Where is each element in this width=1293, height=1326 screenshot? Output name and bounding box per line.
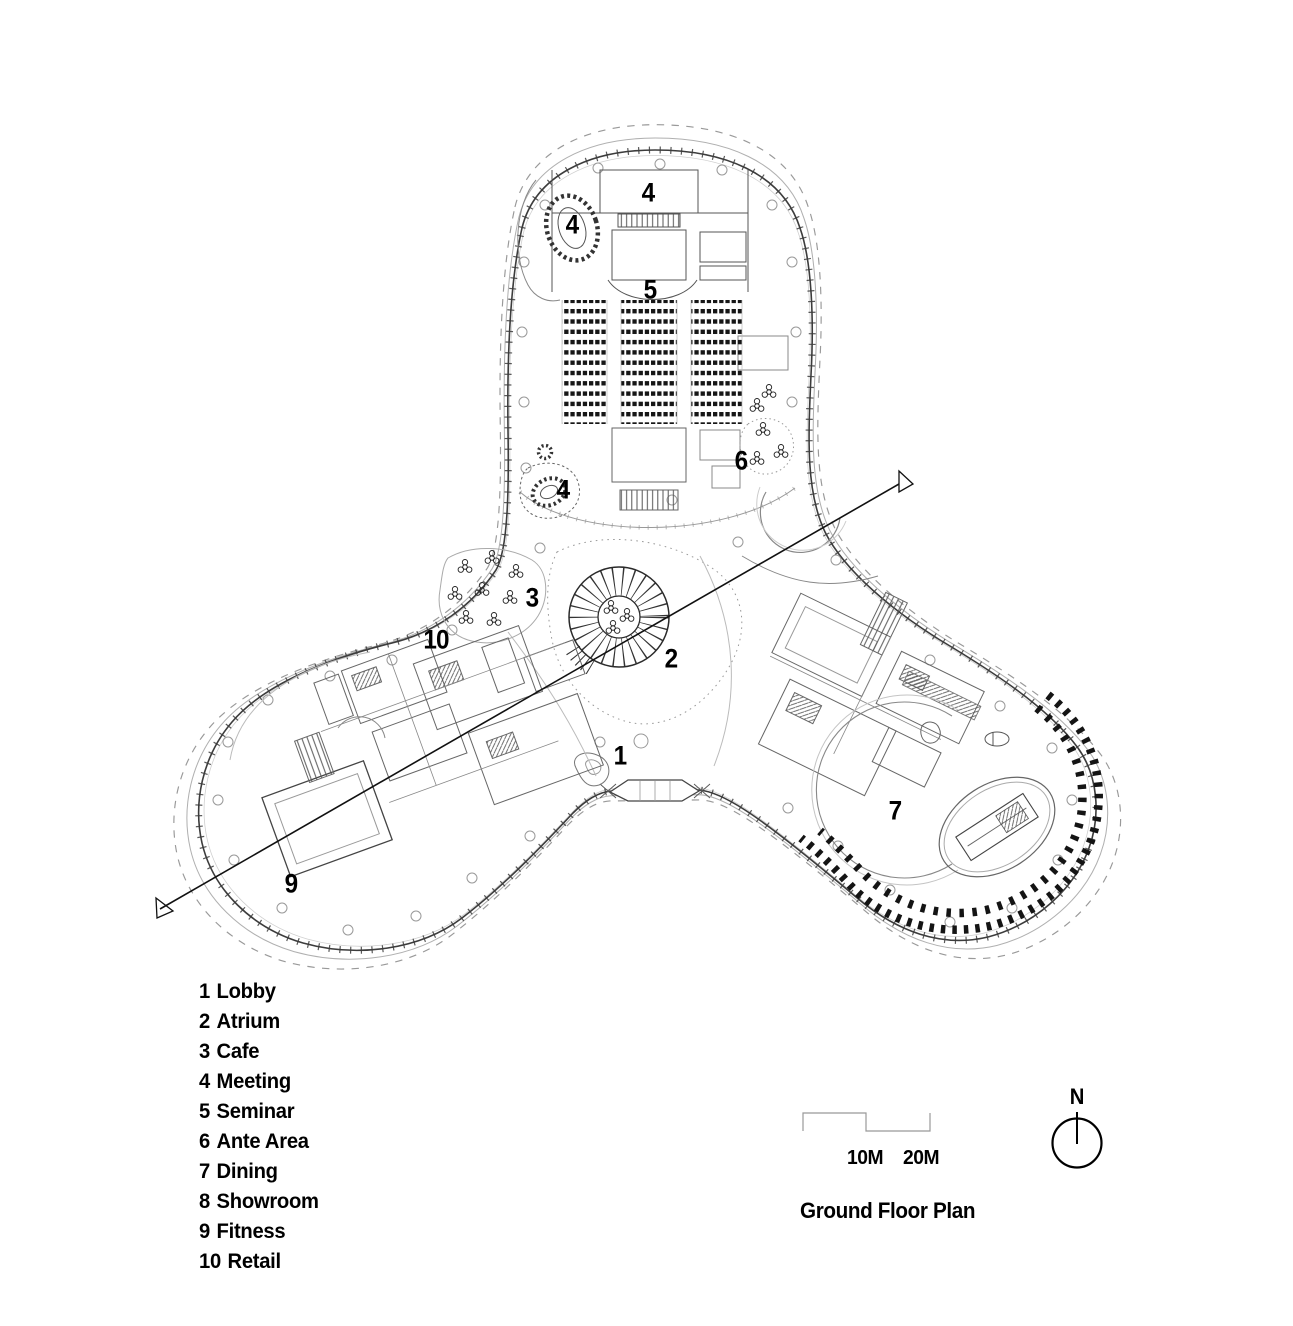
legend-name: Retail xyxy=(227,1249,282,1273)
scale-label-10m: 10M xyxy=(847,1146,884,1169)
site-boundary-dashed xyxy=(173,124,1122,970)
room-label-retail: 10 xyxy=(423,624,449,655)
north-label: N xyxy=(1069,1084,1085,1109)
left-wing-arc-wall xyxy=(337,716,386,739)
canopy-line xyxy=(186,137,1109,960)
legend-num: 1 xyxy=(199,979,210,1003)
building-facade xyxy=(199,150,1096,950)
legend-num: 2 xyxy=(199,1009,210,1033)
ante-area xyxy=(739,384,847,554)
legend-name: Showroom xyxy=(216,1189,319,1213)
legend-name: Meeting xyxy=(216,1069,292,1093)
drawing-title: Ground Floor Plan xyxy=(800,1198,976,1223)
scale-label-20m: 20M xyxy=(903,1146,940,1169)
legend-name: Cafe xyxy=(216,1039,260,1063)
north-arrow xyxy=(1051,1112,1103,1169)
legend-name: Ante Area xyxy=(216,1129,309,1153)
dining-table-arc-inner xyxy=(817,704,1087,918)
seminar-seating xyxy=(561,300,743,424)
room-label-fitness: 9 xyxy=(284,868,299,899)
top-wing-rooms xyxy=(517,169,797,530)
legend-num: 10 xyxy=(199,1249,221,1273)
legend-num: 9 xyxy=(199,1219,210,1243)
spiral-stair xyxy=(566,566,670,676)
legend-num: 3 xyxy=(199,1039,210,1063)
section-line xyxy=(155,469,915,919)
landscape-curves xyxy=(507,555,732,777)
meeting-blob xyxy=(519,443,580,519)
room-label-seminar: 5 xyxy=(643,274,658,305)
dining-table-arc-outer xyxy=(798,691,1103,934)
legend-name: Dining xyxy=(216,1159,278,1183)
lobby-entrance xyxy=(574,733,711,802)
legend-num: 7 xyxy=(199,1159,210,1183)
room-label-atrium: 2 xyxy=(664,643,679,674)
legend-num: 4 xyxy=(199,1069,210,1093)
dining-area xyxy=(798,670,1103,934)
legend-name: Fitness xyxy=(216,1219,286,1243)
scale-bar xyxy=(802,1112,931,1132)
cafe-area xyxy=(438,548,547,644)
room-label-meeting-blob: 4 xyxy=(556,474,571,505)
room-label-cafe: 3 xyxy=(525,582,540,613)
room-label-dining: 7 xyxy=(888,795,903,826)
structural-columns xyxy=(212,158,1078,936)
room-label-meeting-upper: 4 xyxy=(641,177,656,208)
room-label-lobby: 1 xyxy=(613,740,628,771)
legend-num: 5 xyxy=(199,1099,210,1123)
legend-name: Seminar xyxy=(216,1099,295,1123)
room-label-ante-area: 6 xyxy=(734,445,749,476)
atrium-outline-dotted xyxy=(547,539,743,725)
legend-name: Lobby xyxy=(216,979,277,1003)
left-wing-corridor xyxy=(229,651,371,761)
legend-num: 8 xyxy=(199,1189,210,1213)
left-wing-partitions xyxy=(261,624,604,878)
legend-name: Atrium xyxy=(216,1009,281,1033)
legend-num: 6 xyxy=(199,1129,210,1153)
right-wing-partitions xyxy=(757,591,985,797)
room-label-meeting-oval: 4 xyxy=(565,209,580,240)
